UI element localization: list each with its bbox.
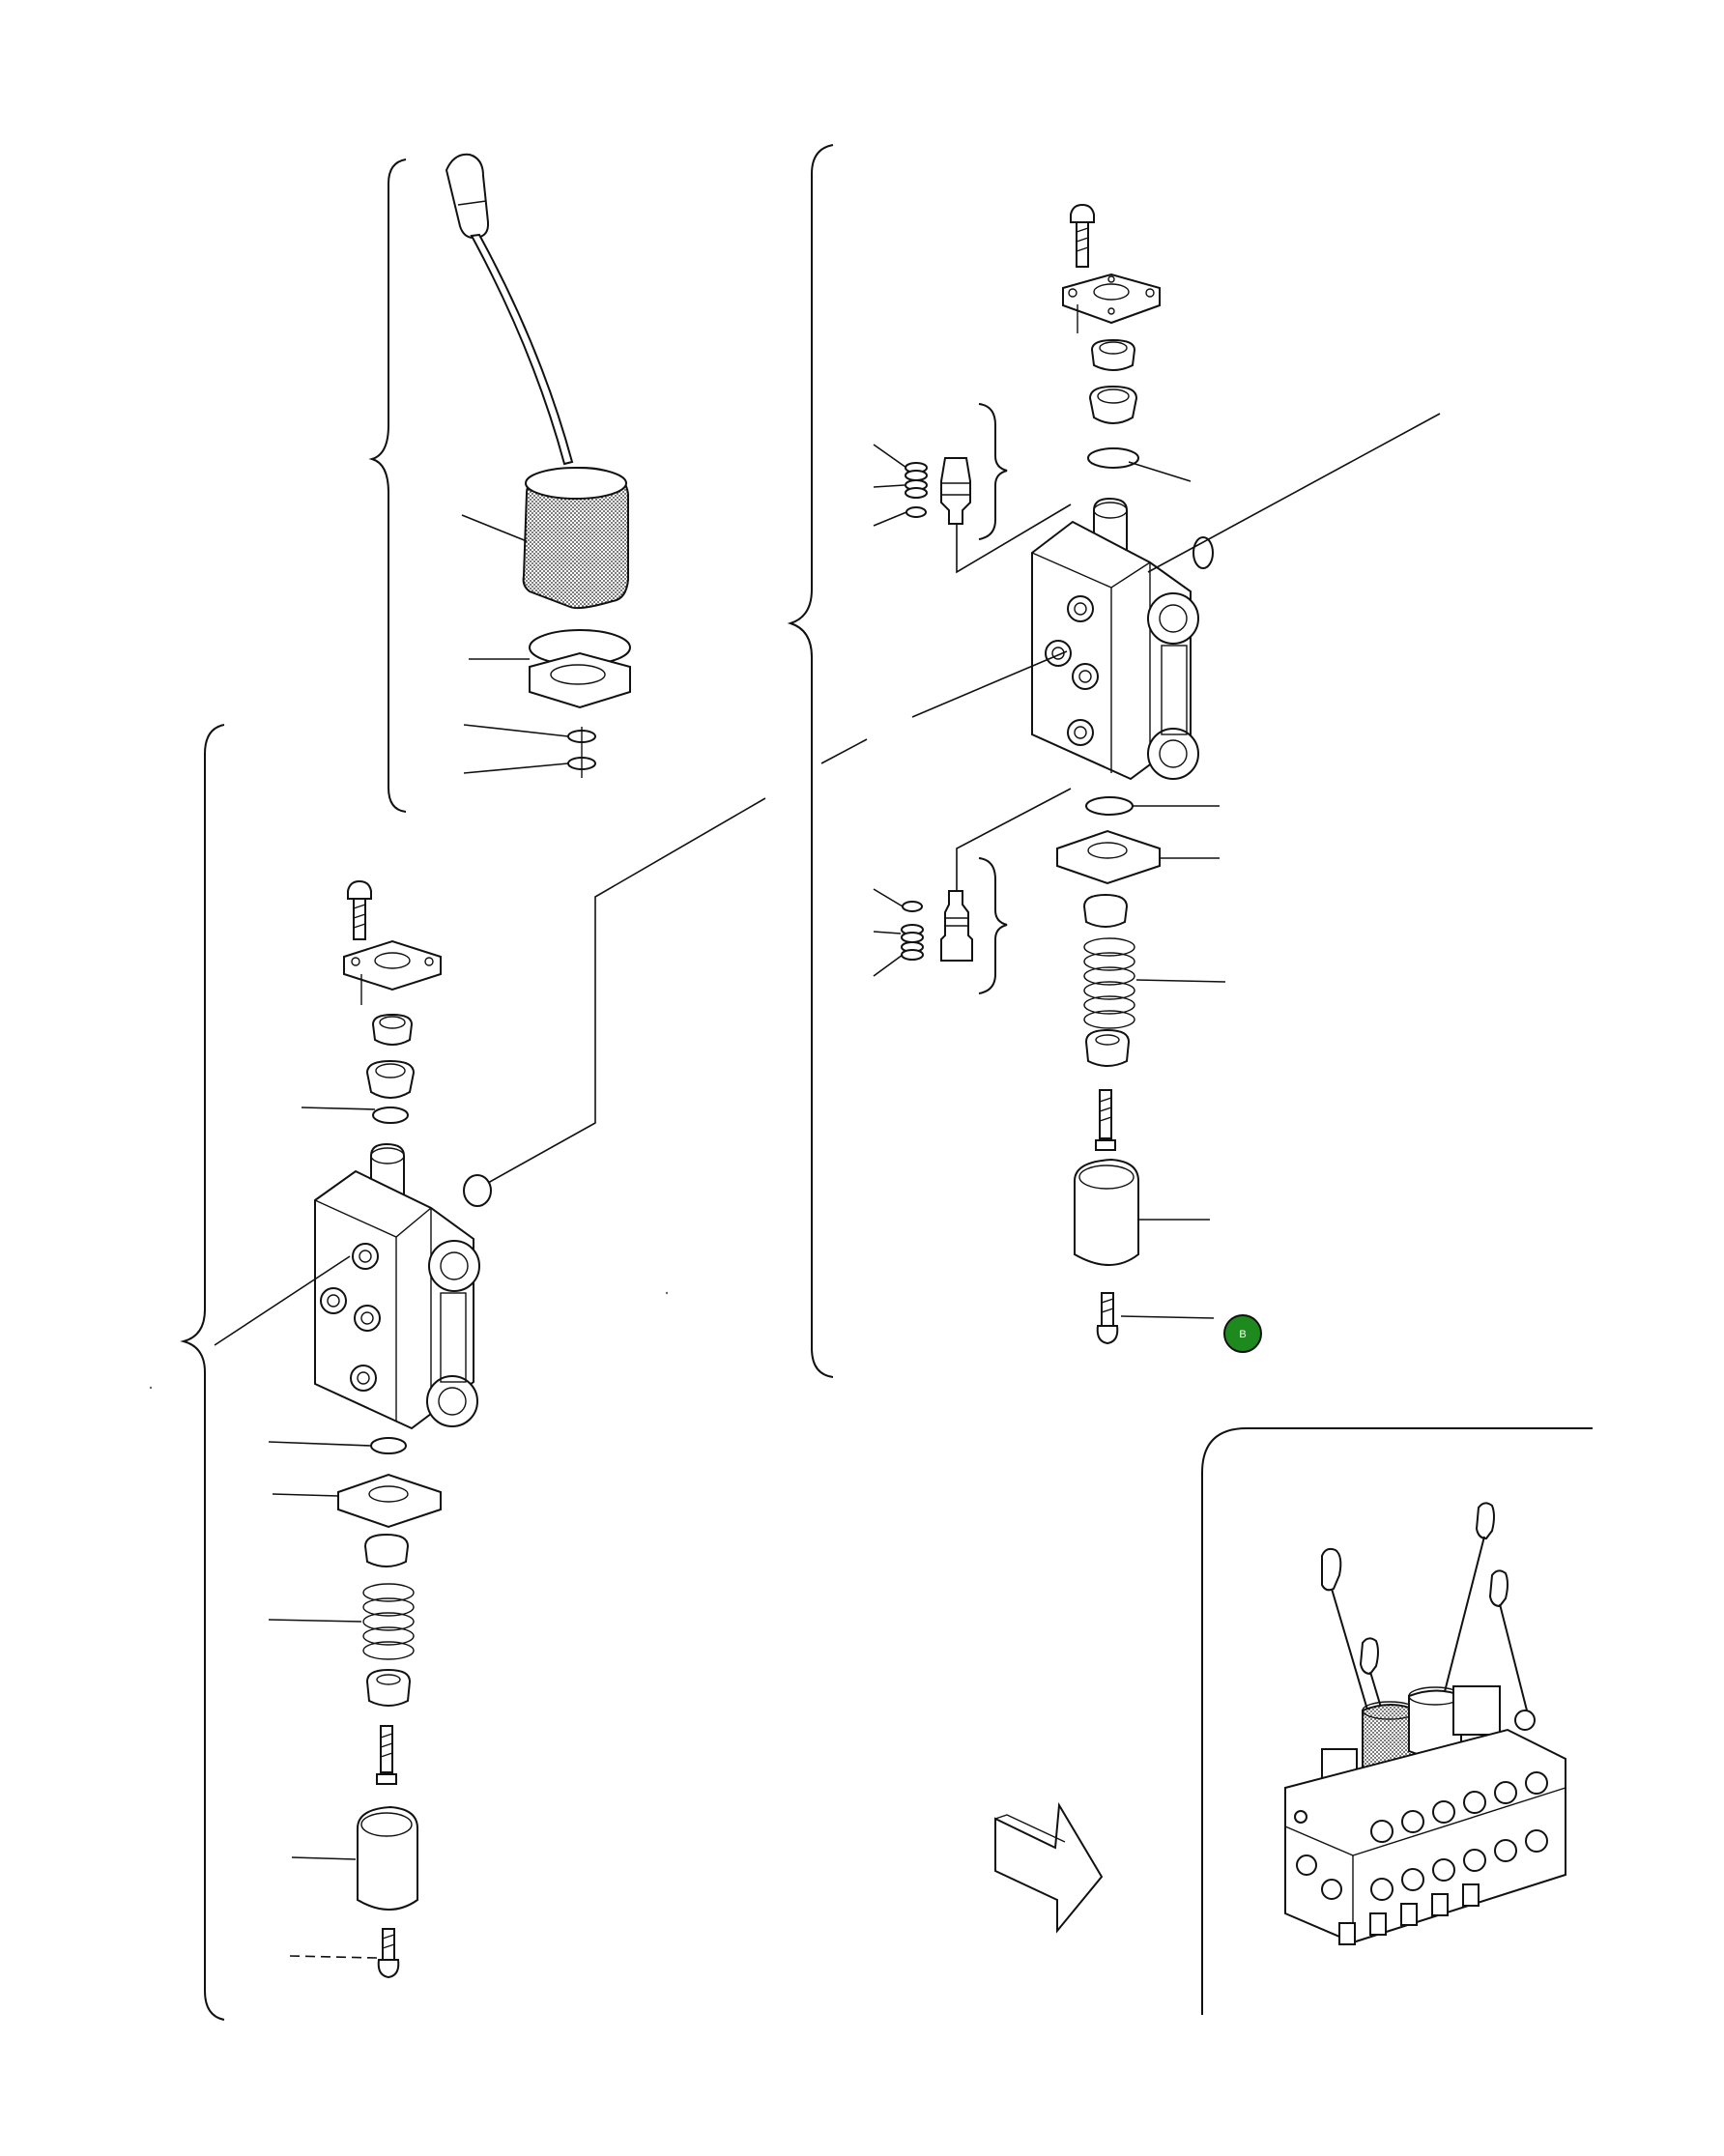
spring-seat-upper xyxy=(1082,893,1129,928)
right-valve-section xyxy=(1031,203,1214,1345)
relief-valve-upper xyxy=(940,457,971,525)
brace-lower-small-parts xyxy=(978,857,1008,994)
connector-lower-relief xyxy=(956,788,1072,891)
upper-oring xyxy=(1087,447,1139,469)
lower-oring-left xyxy=(370,1437,407,1454)
boot-plate xyxy=(529,651,631,709)
lower-relief-parts xyxy=(901,890,973,962)
lower-oring-right xyxy=(1085,796,1134,816)
upper-bushing xyxy=(1090,338,1136,371)
upper-oring-left xyxy=(372,1107,409,1124)
connector-lever-to-left-body xyxy=(463,797,766,1197)
end-cap-left xyxy=(357,1805,418,1911)
lever-knob xyxy=(445,153,490,240)
return-spring-left xyxy=(362,1583,415,1660)
lower-flange-right xyxy=(1056,829,1161,885)
callout-badge-circle[interactable] xyxy=(1223,1314,1262,1353)
upper-relief-parts xyxy=(905,457,971,525)
stray-dot-2 xyxy=(149,1386,153,1390)
top-flange xyxy=(1062,273,1161,325)
top-screw xyxy=(1070,203,1095,223)
lower-bushing xyxy=(1088,385,1138,424)
side-oring-left xyxy=(463,1174,492,1207)
valve-body-left xyxy=(314,1169,474,1430)
bottom-screw-right xyxy=(1096,1325,1119,1345)
connector-lever-to-right-body xyxy=(1147,413,1441,573)
top-flange-left xyxy=(343,939,442,992)
lever-rod xyxy=(470,233,574,466)
brace-upper-small-parts xyxy=(978,403,1008,540)
brace-right-valve-section xyxy=(787,144,834,1378)
brace-left-valve-section xyxy=(180,724,225,2021)
callout-badge[interactable]: B xyxy=(1223,1314,1262,1353)
bottom-screw-left xyxy=(377,1959,400,1979)
callout-badge-label: B xyxy=(1239,1329,1246,1340)
inset-frame xyxy=(1201,1427,1593,2015)
locator-arrow xyxy=(994,1801,1104,1934)
stray-dot xyxy=(665,1291,669,1295)
connector-left-body-port xyxy=(214,1255,351,1346)
connector-right-body-port xyxy=(911,650,1068,718)
lower-flange-left xyxy=(337,1473,442,1529)
control-lever-assembly xyxy=(445,153,631,778)
spring-seat-lower xyxy=(1084,1028,1131,1067)
return-spring-right xyxy=(1083,937,1135,1029)
end-cap-right xyxy=(1074,1158,1139,1266)
connector-upper-relief xyxy=(956,503,1072,574)
brace-lever-assembly xyxy=(368,158,407,813)
inset-valve-bank-overview xyxy=(1284,1502,1566,1945)
left-valve-section xyxy=(314,879,492,1979)
